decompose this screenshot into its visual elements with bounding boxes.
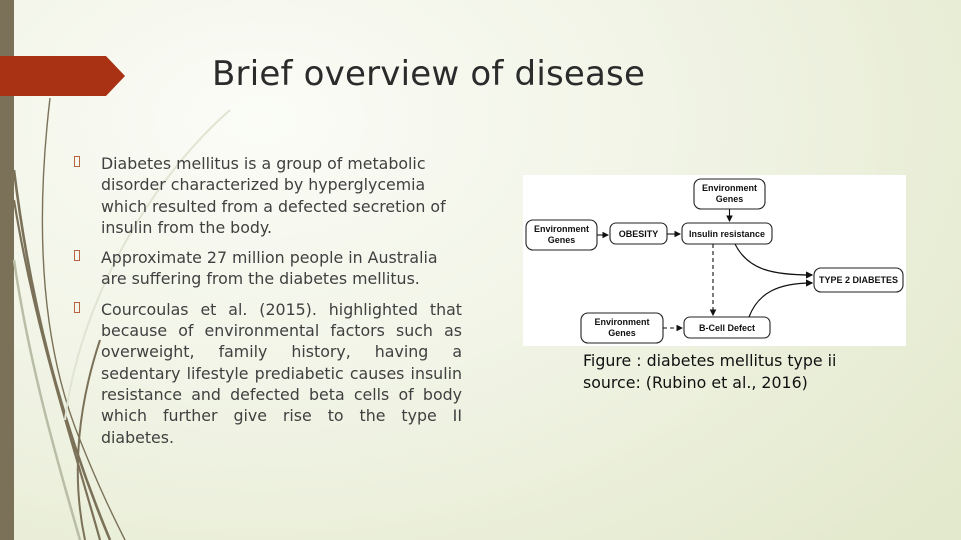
node-env-left-line1: Environment xyxy=(534,224,589,234)
node-insulin-resistance: Insulin resistance xyxy=(689,229,765,239)
left-decorative-bar xyxy=(0,0,14,540)
figure-caption: Figure : diabetes mellitus type ii sourc… xyxy=(583,351,837,392)
node-env-top-line1: Environment xyxy=(702,183,757,193)
page-title: Brief overview of disease xyxy=(212,54,646,94)
bullet-list: Diabetes mellitus is a group of metaboli… xyxy=(74,153,462,457)
bullet-item: Courcoulas et al. (2015). highlighted th… xyxy=(74,299,462,448)
node-env-left-line2: Genes xyxy=(548,235,576,245)
title-accent-banner xyxy=(0,56,125,96)
node-env-top-line2: Genes xyxy=(716,194,744,204)
node-obesity: OBESITY xyxy=(619,229,659,239)
bullet-text: Courcoulas et al. (2015). highlighted th… xyxy=(101,299,462,447)
node-env-bottom-line2: Genes xyxy=(608,328,636,338)
bullet-item: Diabetes mellitus is a group of metaboli… xyxy=(74,153,462,238)
bullet-icon xyxy=(74,250,80,262)
bullet-icon xyxy=(74,301,80,313)
bullet-text: Diabetes mellitus is a group of metaboli… xyxy=(101,154,446,237)
node-type2-diabetes: TYPE 2 DIABETES xyxy=(819,275,898,285)
bullet-text: Approximate 27 million people in Austral… xyxy=(101,248,438,289)
node-b-cell-defect: B-Cell Defect xyxy=(699,323,755,333)
bullet-item: Approximate 27 million people in Austral… xyxy=(74,247,462,290)
diabetes-flow-diagram: Environment Genes Environment Genes OBES… xyxy=(523,175,906,346)
bullet-icon xyxy=(74,156,80,167)
node-env-bottom-line1: Environment xyxy=(594,317,649,327)
